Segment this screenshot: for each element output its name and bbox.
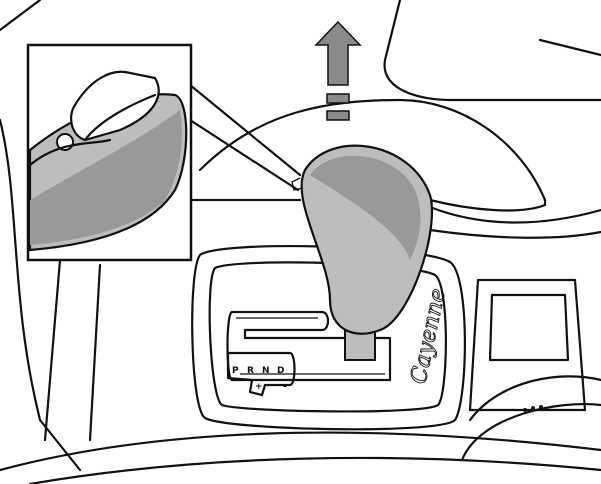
gear-n: N	[262, 366, 270, 376]
gear-r: R	[247, 366, 254, 376]
gear-position-indicator: P R N D + -	[226, 351, 296, 397]
release-button-detail-inset	[26, 43, 193, 262]
tiptronic-plus: +	[255, 382, 263, 392]
callout-lines	[188, 83, 302, 192]
release-direction-arrow-icon	[314, 20, 362, 121]
gear-p: P	[232, 366, 239, 376]
selector-lever	[291, 144, 434, 361]
rotary-control	[460, 278, 601, 462]
gear-d: D	[277, 366, 284, 376]
tiptronic-minus: -	[283, 382, 287, 392]
